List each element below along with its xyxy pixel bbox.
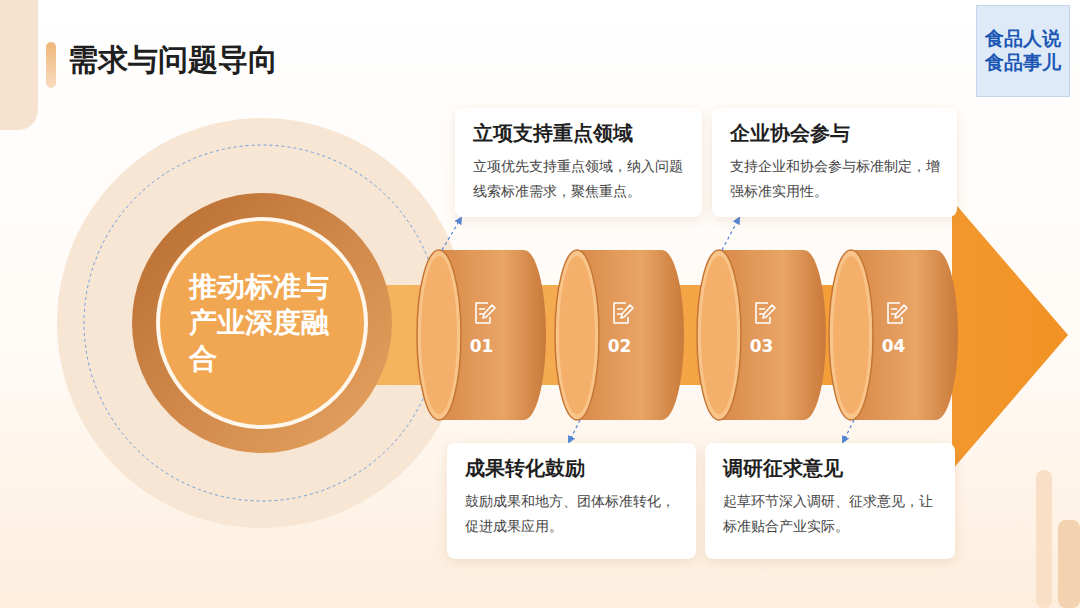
card-body: 起草环节深入调研、征求意见，让标准贴合产业实际。 (723, 489, 939, 538)
step-cylinder: 03 (697, 250, 826, 420)
card-body: 鼓励成果和地方、团体标准转化，促进成果应用。 (465, 489, 680, 538)
callout-number: 04 (829, 336, 958, 356)
card-body: 立项优先支持重点领域，纳入问题线索标准需求，聚焦重点。 (473, 154, 686, 203)
document-icon (888, 303, 907, 323)
card-heading: 成果转化鼓励 (465, 455, 680, 481)
cylinder-ring (697, 250, 826, 420)
center-label: 推动标准与产业深度融合 (189, 269, 335, 376)
callout-number: 02 (555, 336, 684, 356)
document-icon (614, 303, 633, 323)
cylinder-ring (829, 250, 958, 420)
logo-badge: 食品人说 食品事儿 (976, 5, 1070, 97)
document-icon (476, 303, 495, 323)
info-card: 成果转化鼓励鼓励成果和地方、团体标准转化，促进成果应用。 (447, 443, 696, 559)
document-icon (756, 303, 775, 323)
slide-title: 需求与问题导向 (68, 40, 278, 81)
step-cylinder: 04 (829, 250, 958, 420)
card-body: 支持企业和协会参与标准制定，增强标准实用性。 (730, 154, 941, 203)
cylinder-ring (417, 250, 546, 420)
step-cylinder: 02 (555, 250, 684, 420)
logo-text: 食品人说 食品事儿 (983, 27, 1063, 75)
callout-number: 03 (697, 336, 826, 356)
center-circle: 推动标准与产业深度融合 (160, 221, 364, 425)
dashed-connector (722, 218, 739, 250)
card-heading: 调研征求意见 (723, 455, 939, 481)
info-card: 立项支持重点领域立项优先支持重点领域，纳入问题线索标准需求，聚焦重点。 (455, 108, 702, 217)
step-cylinder: 01 (417, 250, 546, 420)
card-heading: 企业协会参与 (730, 120, 941, 146)
dashed-connector (569, 420, 580, 442)
dashed-connector (843, 420, 854, 442)
info-card: 企业协会参与支持企业和协会参与标准制定，增强标准实用性。 (712, 108, 957, 217)
info-card: 调研征求意见起草环节深入调研、征求意见，让标准贴合产业实际。 (705, 443, 955, 559)
card-heading: 立项支持重点领域 (473, 120, 686, 146)
cylinder-ring (555, 250, 684, 420)
dashed-connector (442, 218, 461, 250)
callout-number: 01 (417, 336, 546, 356)
